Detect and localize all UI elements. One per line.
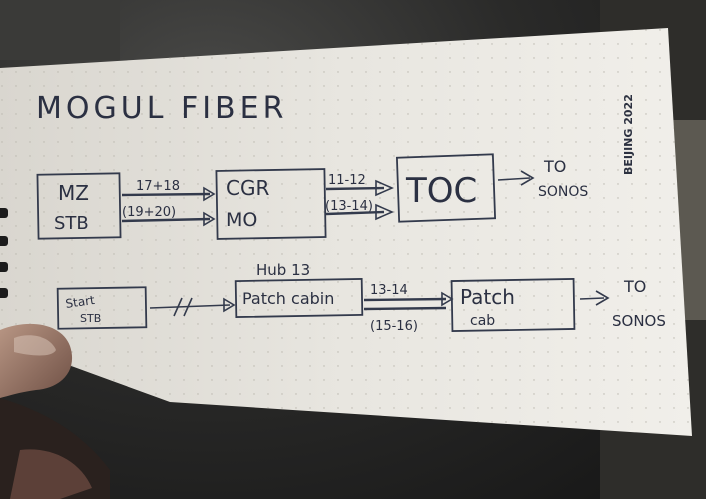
link1-bottom-line — [121, 217, 211, 223]
toc-to-sonos-arrowhead — [520, 170, 535, 186]
mz-stb-label-line1: MZ — [58, 181, 89, 205]
cgr-mo-box — [215, 168, 327, 240]
patch-cabin-label: Patch cabin — [242, 289, 334, 308]
row1-dest-line1: TO — [543, 157, 566, 176]
link2-bottom-line — [325, 210, 385, 216]
start-stb-label-line1: Start — [65, 293, 96, 311]
watermark-beijing-2022: BEIJING 2022 — [622, 94, 635, 175]
paper-dot-grid — [0, 28, 692, 436]
start-to-patch-line — [149, 304, 231, 309]
mz-stb-label-line2: STB — [54, 213, 89, 234]
break-mark-1 — [173, 297, 183, 317]
toc-to-sonos-line — [497, 177, 531, 181]
background-shelf — [0, 0, 120, 60]
row2-dest-line2: SONOS — [612, 312, 666, 330]
link1-top-line — [121, 192, 211, 197]
link3-bottom-line — [363, 306, 447, 311]
row1-dest-line2: SONOS — [538, 184, 588, 200]
link1-bottom-label: (19+20) — [122, 205, 176, 220]
mz-stb-box — [36, 172, 122, 240]
row2-diagram: Start STB Hub 13 Patch cabin 13-14 (15-1… — [56, 261, 666, 334]
link2-bottom-label: (13-14) — [325, 199, 373, 214]
patch-cabin-box — [234, 277, 364, 319]
diagram-title: MOGUL FIBER — [36, 91, 287, 126]
start-stb-box — [56, 286, 148, 330]
link1-top-label: 17+18 — [136, 179, 180, 194]
link3-top-arrowhead — [441, 291, 454, 307]
link2-top-label: 11-12 — [328, 173, 366, 188]
patch-to-sonos-arrowhead — [595, 290, 610, 306]
punch-holes — [0, 208, 8, 298]
break-mark-2 — [183, 297, 193, 317]
finger-bottom — [10, 449, 92, 499]
link2-bottom-arrowhead — [375, 203, 394, 221]
hub-13-label: Hub 13 — [256, 261, 310, 279]
link3-bottom-label: (15-16) — [370, 319, 418, 334]
link2-top-line — [325, 186, 385, 191]
patch-to-sonos-line — [579, 297, 605, 300]
link1-bottom-arrowhead — [203, 211, 216, 227]
toc-box — [395, 153, 497, 223]
toc-label: TOC — [405, 171, 477, 211]
row2-dest-line1: TO — [623, 277, 646, 296]
link2-top-arrowhead — [375, 179, 394, 197]
patch-cab-label-line2: cab — [470, 313, 495, 329]
link1-top-arrowhead — [203, 186, 216, 202]
thumb — [0, 323, 73, 398]
cgr-mo-label-line1: CGR — [226, 176, 269, 200]
patch-cab-box — [450, 278, 576, 332]
thumbnail — [14, 335, 56, 356]
start-stb-label-line2: STB — [80, 312, 101, 325]
link3-top-line — [363, 297, 447, 302]
row1-diagram: MZ STB 17+18 (19+20) CGR MO 11-12 (13-14… — [36, 153, 588, 240]
cgr-mo-label-line2: MO — [226, 209, 257, 231]
patch-cab-label-line1: Patch — [460, 285, 515, 309]
start-to-patch-arrowhead — [223, 297, 236, 313]
link3-top-label: 13-14 — [370, 283, 408, 298]
